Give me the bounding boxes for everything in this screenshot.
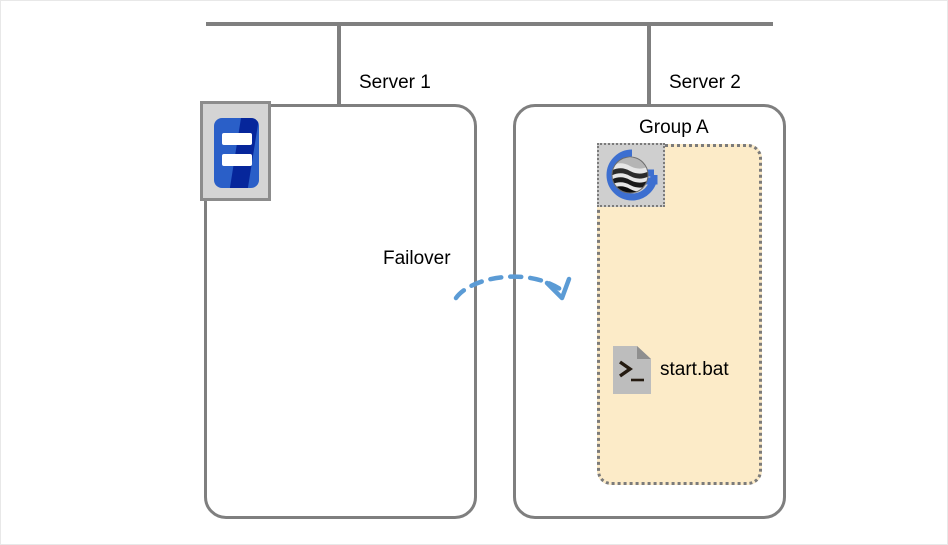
failover-arrow	[453, 274, 572, 301]
group-a-label: Group A	[639, 117, 709, 138]
server-1-label: Server 1	[359, 72, 431, 93]
failover-label: Failover	[383, 248, 451, 269]
server-1-drop-line	[337, 24, 341, 105]
server-app-icon[interactable]	[200, 101, 271, 201]
script-file-label: start.bat	[660, 359, 729, 380]
group-resource-icon-glyph	[606, 149, 658, 201]
server-2-drop-line	[647, 24, 651, 105]
server-app-icon-bar-top	[222, 133, 252, 145]
server-2-label: Server 2	[669, 72, 741, 93]
network-bus-line	[206, 22, 773, 26]
group-resource-icon[interactable]	[597, 143, 665, 207]
server-app-icon-bar-bottom	[222, 154, 252, 166]
server-app-icon-glyph	[214, 118, 259, 188]
script-file-icon[interactable]	[613, 346, 651, 394]
